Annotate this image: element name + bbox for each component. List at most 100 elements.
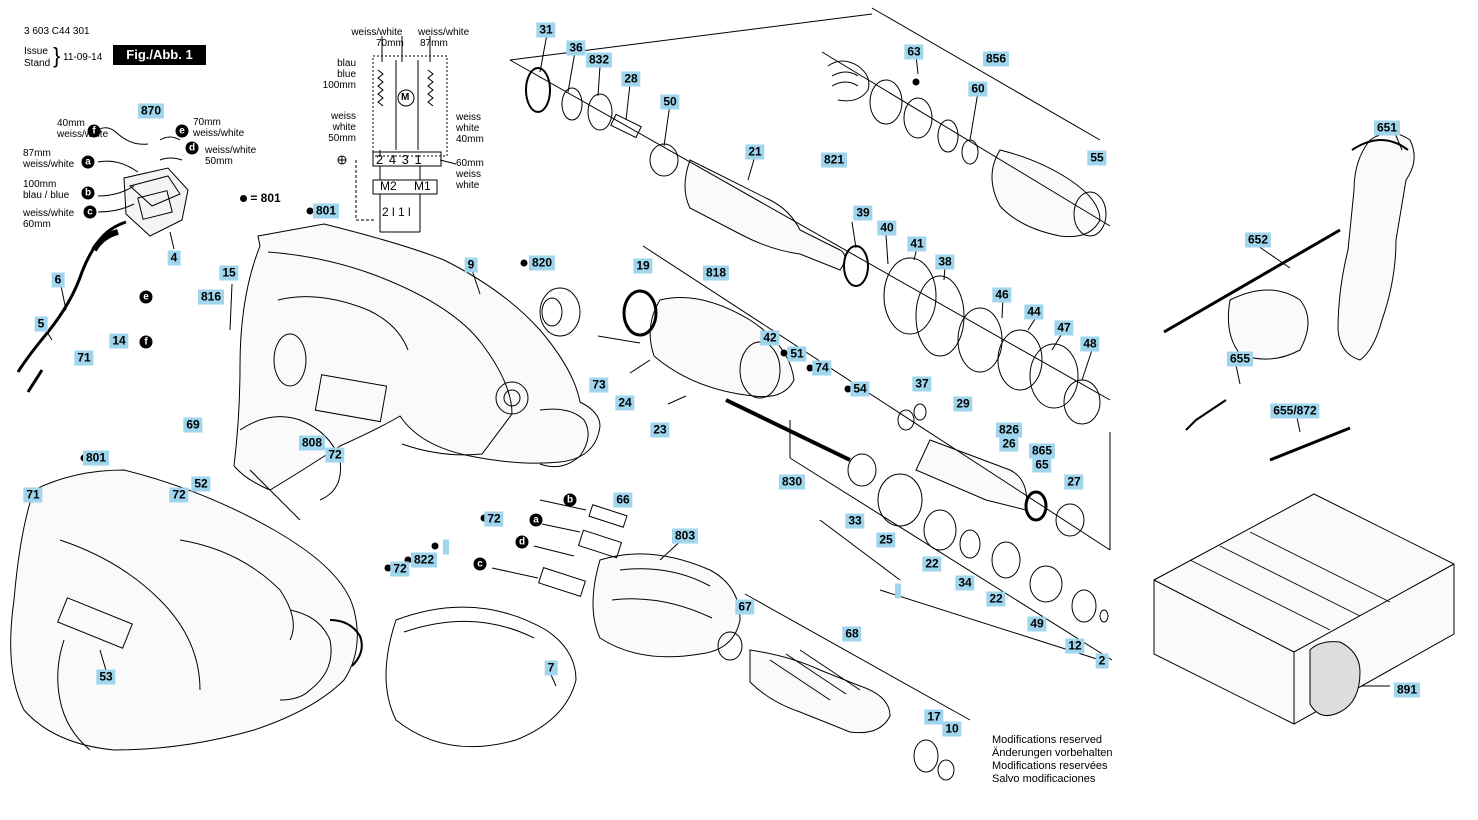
wire-text: white [332,122,356,133]
wiring-schematic [338,36,456,232]
bullet-icon [844,385,852,393]
part-number-tag[interactable]: 655 [1226,351,1254,367]
part-number-tag[interactable]: 21 [745,144,765,160]
marker-e: e [175,124,189,138]
part-number-tag[interactable]: 651 [1373,120,1401,136]
part-number-tag[interactable]: 41 [907,236,927,252]
part-number-tag[interactable]: 865 [1028,443,1056,459]
wire-label-40mm: weiss white 40mm [456,112,484,145]
wire-text: weiss/white [57,129,109,140]
part-number-tag[interactable]: 12 [1065,638,1085,654]
part-number-tag[interactable]: 36 [566,40,586,56]
part-number-tag[interactable]: 73 [589,377,609,393]
part-number-tag[interactable]: 5 [34,316,48,332]
part-number-tag[interactable]: 23 [650,422,670,438]
part-number-tag[interactable]: 55 [1087,150,1107,166]
part-number-tag[interactable]: 40 [877,220,897,236]
part-number-tag[interactable]: 53 [96,669,116,685]
part-number-tag[interactable]: 49 [1027,616,1047,632]
part-number-tag[interactable]: 26 [999,436,1019,452]
wire-text: weiss/white [23,159,75,170]
part-number-tag[interactable]: 39 [853,205,873,221]
part-number-tag[interactable]: 856 [982,51,1010,67]
part-number-tag[interactable] [443,539,449,555]
part-number-tag[interactable]: 54 [850,381,870,397]
part-number-tag[interactable]: 17 [924,709,944,725]
part-number-tag[interactable]: 7 [544,660,558,676]
part-number-tag[interactable]: 68 [842,626,862,642]
part-number-tag[interactable]: 74 [812,360,832,376]
part-number-tag[interactable]: 821 [820,152,848,168]
part-number-tag[interactable]: 15 [219,265,239,281]
wire-text: 100mm [23,179,57,190]
wire-text: blau / blue [23,190,70,201]
part-number-tag[interactable]: 46 [992,287,1012,303]
wire-text: 87mm [420,38,448,49]
part-number-tag[interactable]: 891 [1393,682,1421,698]
part-number-tag[interactable]: 28 [621,71,641,87]
part-number-tag[interactable]: 2 [1095,653,1109,669]
part-number-tag[interactable]: 826 [995,422,1023,438]
part-number-tag[interactable]: 33 [845,513,865,529]
part-number-tag[interactable]: 72 [484,511,504,527]
part-number-tag[interactable]: 25 [876,532,896,548]
part-number-tag[interactable]: 832 [585,52,613,68]
part-number-tag[interactable]: 14 [109,333,129,349]
wire-text: 50mm [328,133,356,144]
part-number-tag[interactable]: 69 [183,417,203,433]
part-number-tag[interactable]: 47 [1054,320,1074,336]
part-number-tag[interactable]: 9 [464,257,478,273]
part-number-tag[interactable]: 42 [760,330,780,346]
part-number-tag[interactable]: 6 [51,272,65,288]
part-number-tag[interactable]: 870 [137,103,165,119]
wire-text: 60mm [456,158,484,169]
part-number-tag[interactable]: 801 [312,203,340,219]
part-number-tag[interactable]: 652 [1244,232,1272,248]
wire-text: white [456,180,480,191]
brush-holders [492,500,627,596]
bullet-icon [431,542,439,550]
part-number-tag[interactable]: 44 [1024,304,1044,320]
part-number-tag[interactable]: 38 [935,254,955,270]
part-number-tag[interactable]: 24 [615,395,635,411]
part-number-tag[interactable]: 803 [671,528,699,544]
part-number-tag[interactable]: 818 [702,265,730,281]
part-number-tag[interactable]: 22 [986,591,1006,607]
wire-text: 70mm [193,117,221,128]
part-number-tag[interactable]: 820 [528,255,556,271]
part-number-tag[interactable]: 655/872 [1270,403,1320,419]
part-number-tag[interactable]: 66 [613,492,633,508]
part-number-tag[interactable]: 22 [922,556,942,572]
carry-case [1154,494,1454,724]
part-number-tag[interactable]: 48 [1080,336,1100,352]
part-number-tag[interactable]: 10 [942,721,962,737]
part-number-tag[interactable]: 34 [955,575,975,591]
part-number-tag[interactable]: 808 [298,435,326,451]
part-number-tag[interactable]: 51 [787,346,807,362]
part-number-tag[interactable]: 816 [197,289,225,305]
part-number-tag[interactable]: 72 [325,447,345,463]
note-line: Modifications reserved [992,734,1103,746]
part-number-tag[interactable]: 27 [1064,474,1084,490]
part-number-tag[interactable]: 52 [191,476,211,492]
notes: Modifications reserved Änderungen vorbeh… [992,734,1112,786]
part-number-tag[interactable]: 37 [912,376,932,392]
part-number-tag[interactable]: 29 [953,396,973,412]
part-number-tag[interactable]: 19 [633,258,653,274]
part-number-tag[interactable] [895,583,901,599]
part-number-tag[interactable]: 63 [904,44,924,60]
part-number-tag[interactable]: 50 [660,94,680,110]
part-number-tag[interactable]: 31 [536,22,556,38]
part-number-tag[interactable]: 801 [82,450,110,466]
part-number-tag[interactable]: 67 [735,599,755,615]
part-number-tag[interactable]: 4 [167,250,181,266]
part-number-tag[interactable]: 822 [410,552,438,568]
part-number-tag[interactable]: 65 [1032,457,1052,473]
part-number-tag[interactable]: 71 [74,350,94,366]
part-number-tag[interactable]: 71 [23,487,43,503]
part-number-tag[interactable]: 60 [968,81,988,97]
wire-text: 100mm [322,80,356,91]
part-number-tag[interactable]: 72 [390,561,410,577]
part-number-tag[interactable]: 72 [169,487,189,503]
part-number-tag[interactable]: 830 [778,474,806,490]
